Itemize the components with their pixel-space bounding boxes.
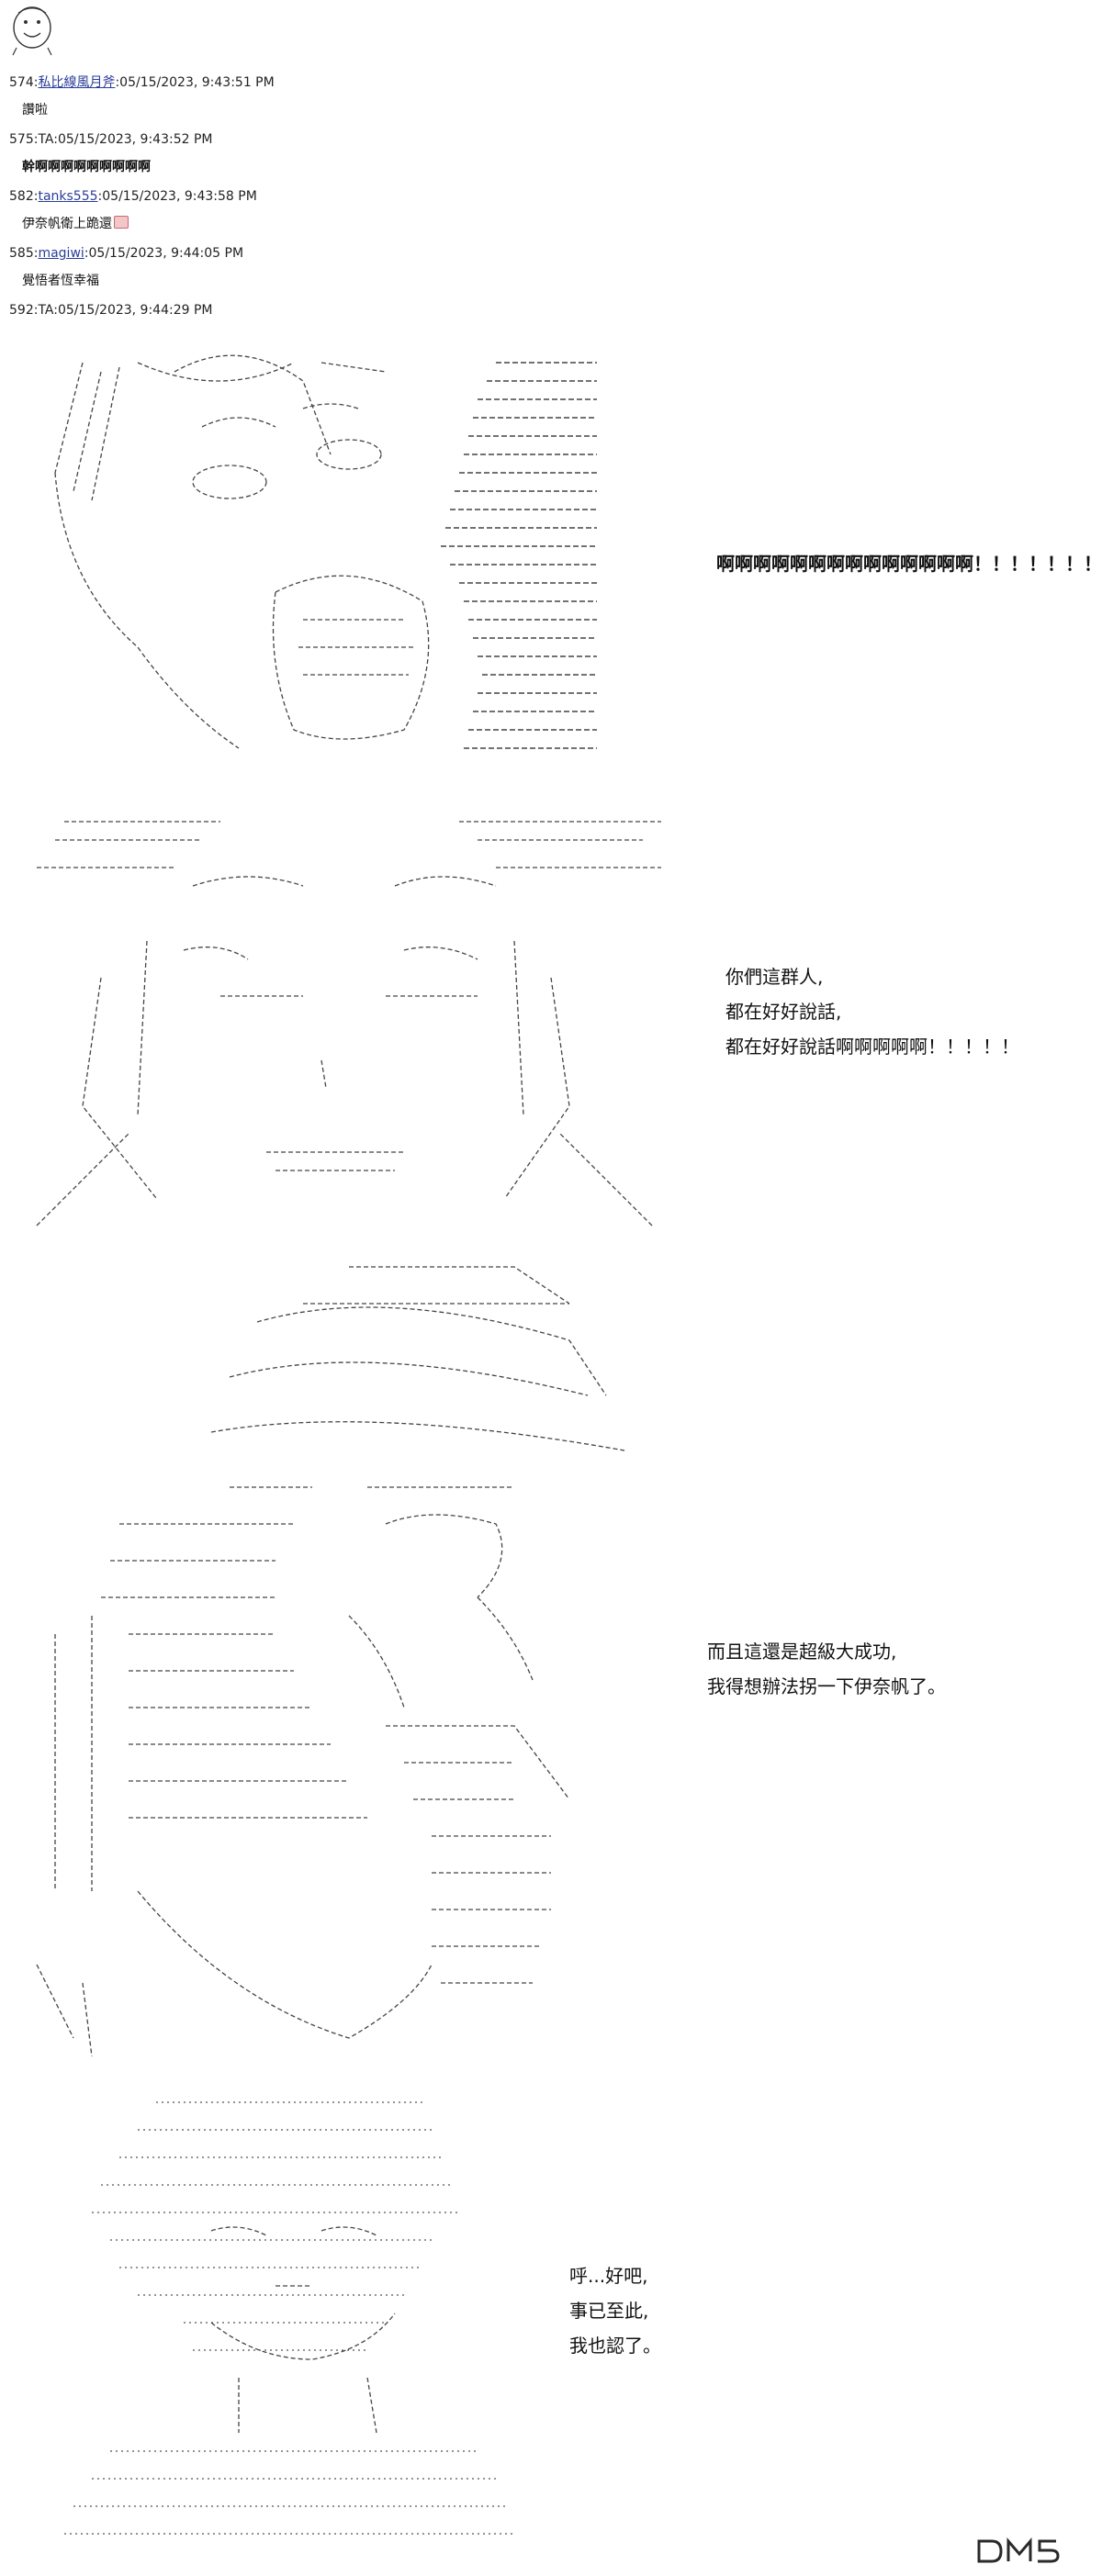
post-body: 讚啦 xyxy=(22,103,48,118)
post-meta: 574:私比線風月斧:05/15/2023, 9:43:51 PM xyxy=(9,75,275,90)
post: 585:magiwi:05/15/2023, 9:44:05 PM 覺悟者恆幸福 xyxy=(9,244,652,290)
post-timestamp: 05/15/2023, 9:43:52 PM xyxy=(57,132,213,147)
post-author-link[interactable]: magiwi xyxy=(38,246,84,261)
post-meta: 582:tanks555:05/15/2023, 9:43:58 PM xyxy=(9,189,257,204)
dialogue-line: 你們這群人, xyxy=(725,966,824,988)
art-panel-1: 啊啊啊啊啊啊啊啊啊啊啊啊啊啊！！！！！！！ xyxy=(0,344,1102,803)
dialogue-line: 啊啊啊啊啊啊啊啊啊啊啊啊啊啊！！！！！！！ xyxy=(716,553,1102,575)
dialogue-line: 事已至此, xyxy=(569,2300,649,2322)
post-number: 582 xyxy=(9,189,34,204)
dialogue-4: 呼...好吧, 事已至此, 我也認了。 xyxy=(569,2258,661,2363)
post-timestamp: 05/15/2023, 9:43:51 PM xyxy=(119,75,275,90)
dialogue-line: 我得想辦法拐一下伊奈帆了。 xyxy=(707,1675,946,1697)
dialogue-line: 而且這還是超級大成功, xyxy=(707,1641,897,1663)
hand-on-face-ascii-art xyxy=(36,1266,625,2057)
emoji-icon xyxy=(114,216,129,229)
dialogue-line: 呼...好吧, xyxy=(569,2265,648,2287)
post-number: 585 xyxy=(9,246,34,261)
post-body: 伊奈帆衛上跪還 xyxy=(9,215,652,233)
art-panel-2: 你們這群人, 都在好好說話, 都在好好說話啊啊啊啊啊！！！！！ xyxy=(0,803,1102,1235)
post: 574:私比線風月斧:05/15/2023, 9:43:51 PM 讚啦 xyxy=(9,73,652,119)
post-timestamp: 05/15/2023, 9:43:58 PM xyxy=(102,189,257,204)
post-author-link[interactable]: 私比線風月斧 xyxy=(38,75,116,90)
dialogue-line: 都在好好說話, xyxy=(725,1001,842,1023)
post-meta: 575:TA:05/15/2023, 9:43:52 PM xyxy=(9,132,213,147)
post-author-link[interactable]: tanks555 xyxy=(38,189,98,204)
post-author: TA xyxy=(38,132,54,147)
post-body: 覺悟者恆幸福 xyxy=(22,274,99,288)
dialogue-2: 你們這群人, 都在好好說話, 都在好好說話啊啊啊啊啊！！！！！ xyxy=(725,959,1019,1064)
dialogue-line: 我也認了。 xyxy=(569,2335,661,2357)
dialogue-line: 都在好好說話啊啊啊啊啊！！！！！ xyxy=(725,1036,1019,1058)
post: 592:TA:05/15/2023, 9:44:29 PM xyxy=(9,301,652,319)
post: 575:TA:05/15/2023, 9:43:52 PM 幹啊啊啊啊啊啊啊啊啊 xyxy=(9,130,652,176)
post-number: 574 xyxy=(9,75,34,90)
comment-thread: 574:私比線風月斧:05/15/2023, 9:43:51 PM 讚啦 575… xyxy=(9,73,652,319)
post-timestamp: 05/15/2023, 9:44:29 PM xyxy=(57,303,213,318)
dialogue-1: 啊啊啊啊啊啊啊啊啊啊啊啊啊啊！！！！！！！ xyxy=(716,546,1102,581)
dialogue-3: 而且這還是超級大成功, 我得想辦法拐一下伊奈帆了。 xyxy=(707,1634,946,1704)
post-number: 592 xyxy=(9,303,34,318)
art-panel-3: 而且這還是超級大成功, 我得想辦法拐一下伊奈帆了。 xyxy=(0,1249,1102,2075)
screaming-face-ascii-art xyxy=(54,354,597,749)
resigned-character-ascii-art xyxy=(64,2101,514,2535)
post: 582:tanks555:05/15/2023, 9:43:58 PM 伊奈帆衛… xyxy=(9,187,652,233)
two-characters-ascii-art xyxy=(36,821,661,1226)
art-panel-4: 呼...好吧, 事已至此, 我也認了。 xyxy=(0,2084,1102,2576)
post-timestamp: 05/15/2023, 9:44:05 PM xyxy=(88,246,244,261)
dm5-logo xyxy=(977,2537,1060,2563)
smiling-face-icon xyxy=(12,6,52,56)
post-author: TA xyxy=(38,303,54,318)
post-meta: 585:magiwi:05/15/2023, 9:44:05 PM xyxy=(9,246,244,261)
post-body: 幹啊啊啊啊啊啊啊啊啊 xyxy=(22,160,151,174)
post-meta: 592:TA:05/15/2023, 9:44:29 PM xyxy=(9,303,213,318)
post-number: 575 xyxy=(9,132,34,147)
post-body-text: 伊奈帆衛上跪還 xyxy=(22,217,112,231)
